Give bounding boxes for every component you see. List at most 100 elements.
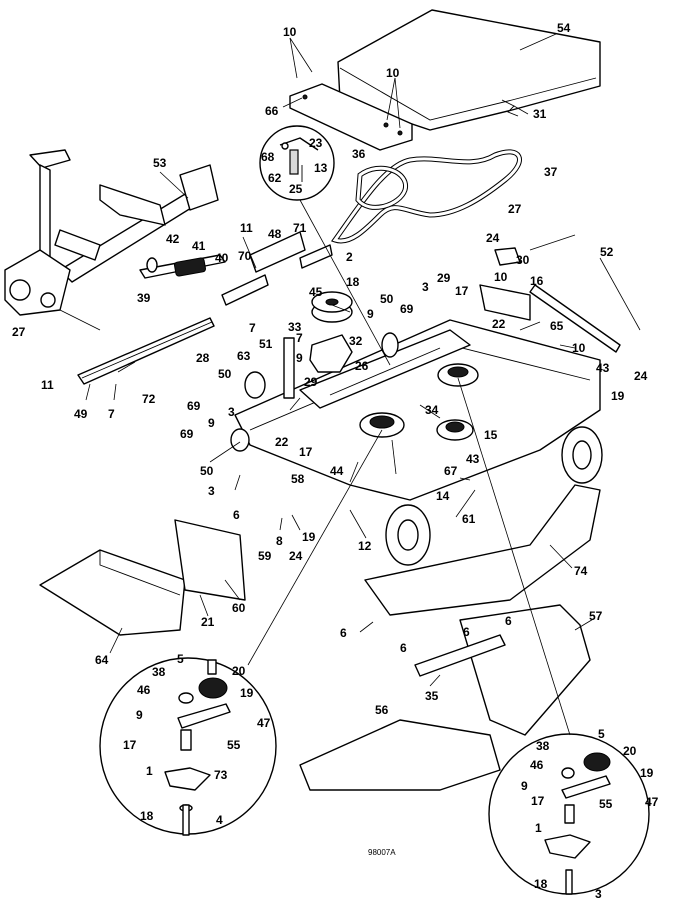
- callout-32: 32: [349, 334, 363, 348]
- callout-49: 49: [74, 407, 88, 421]
- callout-64: 64: [95, 653, 109, 667]
- callout-73: 73: [214, 768, 228, 782]
- callout-24: 24: [486, 231, 500, 245]
- callout-57: 57: [589, 609, 603, 623]
- callout-68: 68: [261, 150, 275, 164]
- callout-39: 39: [137, 291, 151, 305]
- drawing-number: 98007A: [368, 848, 396, 857]
- callout-8: 8: [276, 534, 283, 548]
- callout-3: 3: [208, 484, 215, 498]
- left-baffle-strip: [77, 317, 215, 385]
- detail-circle-lower-left: [99, 657, 277, 836]
- callout-7: 7: [108, 407, 115, 421]
- callout-17: 17: [531, 794, 545, 808]
- callout-29: 29: [437, 271, 451, 285]
- callout-23: 23: [309, 136, 323, 150]
- callout-6: 6: [340, 626, 347, 640]
- callout-19: 19: [611, 389, 625, 403]
- callout-19: 19: [640, 766, 654, 780]
- callout-9: 9: [521, 779, 528, 793]
- callout-17: 17: [455, 284, 469, 298]
- callout-62: 62: [268, 171, 282, 185]
- rear-deck-shields: [299, 484, 601, 791]
- callout-27: 27: [12, 325, 26, 339]
- callout-17: 17: [299, 445, 313, 459]
- callout-47: 47: [645, 795, 659, 809]
- callout-33: 33: [288, 320, 302, 334]
- callout-24: 24: [634, 369, 648, 383]
- callout-29: 29: [304, 375, 318, 389]
- top-cover-plate: [289, 9, 601, 151]
- callout-13: 13: [314, 161, 328, 175]
- callout-69: 69: [180, 427, 194, 441]
- callout-17: 17: [123, 738, 137, 752]
- callout-37: 37: [544, 165, 558, 179]
- callout-38: 38: [536, 739, 550, 753]
- callout-9: 9: [296, 351, 303, 365]
- callout-61: 61: [462, 512, 476, 526]
- callout-12: 12: [358, 539, 372, 553]
- callout-66: 66: [265, 104, 279, 118]
- callout-7: 7: [249, 321, 256, 335]
- callout-69: 69: [187, 399, 201, 413]
- lift-hitch-assembly: [4, 149, 219, 331]
- callout-46: 46: [137, 683, 151, 697]
- callout-16: 16: [530, 274, 544, 288]
- callout-35: 35: [425, 689, 439, 703]
- callout-labels: 10 54 10 66 31 23 68 13 62 25 36 37 53 2…: [12, 21, 659, 901]
- callout-67: 67: [444, 464, 458, 478]
- callout-60: 60: [232, 601, 246, 615]
- callout-11: 11: [41, 378, 54, 392]
- callout-9: 9: [136, 708, 143, 722]
- callout-50: 50: [200, 464, 214, 478]
- callout-21: 21: [201, 615, 215, 629]
- callout-41: 41: [192, 239, 206, 253]
- callout-10: 10: [572, 341, 586, 355]
- callout-45: 45: [309, 285, 323, 299]
- callout-11: 11: [240, 221, 253, 235]
- callout-42: 42: [166, 232, 180, 246]
- callout-7: 7: [296, 331, 303, 345]
- callout-5: 5: [177, 652, 184, 666]
- callout-28: 28: [196, 351, 210, 365]
- callout-48: 48: [268, 227, 282, 241]
- callout-50: 50: [380, 292, 394, 306]
- callout-20: 20: [623, 744, 637, 758]
- callout-26: 26: [355, 359, 369, 373]
- callout-10: 10: [494, 270, 508, 284]
- callout-6: 6: [505, 614, 512, 628]
- callout-22: 22: [492, 317, 506, 331]
- callout-56: 56: [375, 703, 389, 717]
- callout-9: 9: [208, 416, 215, 430]
- callout-31: 31: [533, 107, 547, 121]
- reference-lines: [247, 199, 571, 736]
- detail-circle-lower-right: [488, 733, 650, 895]
- callout-46: 46: [530, 758, 544, 772]
- callout-24: 24: [289, 549, 303, 563]
- callout-18: 18: [140, 809, 154, 823]
- callout-3: 3: [595, 887, 602, 901]
- callout-43: 43: [596, 361, 610, 375]
- callout-18: 18: [534, 877, 548, 891]
- spring-rod-assembly: [139, 254, 226, 279]
- callout-70: 70: [238, 249, 252, 263]
- callout-40: 40: [215, 251, 229, 265]
- callout-50: 50: [218, 367, 232, 381]
- callout-54: 54: [557, 21, 571, 35]
- callout-4: 4: [216, 813, 223, 827]
- callout-44: 44: [330, 464, 344, 478]
- callout-27: 27: [508, 202, 522, 216]
- callout-19: 19: [302, 530, 316, 544]
- front-shields: [39, 519, 246, 636]
- callout-9: 9: [367, 307, 374, 321]
- callout-43: 43: [466, 452, 480, 466]
- callout-65: 65: [550, 319, 564, 333]
- callout-34: 34: [425, 403, 439, 417]
- callout-15: 15: [484, 428, 498, 442]
- callout-20: 20: [232, 664, 246, 678]
- callout-6: 6: [463, 625, 470, 639]
- callout-71: 71: [293, 221, 307, 235]
- drive-belts: [330, 149, 522, 244]
- callout-1: 1: [535, 821, 542, 835]
